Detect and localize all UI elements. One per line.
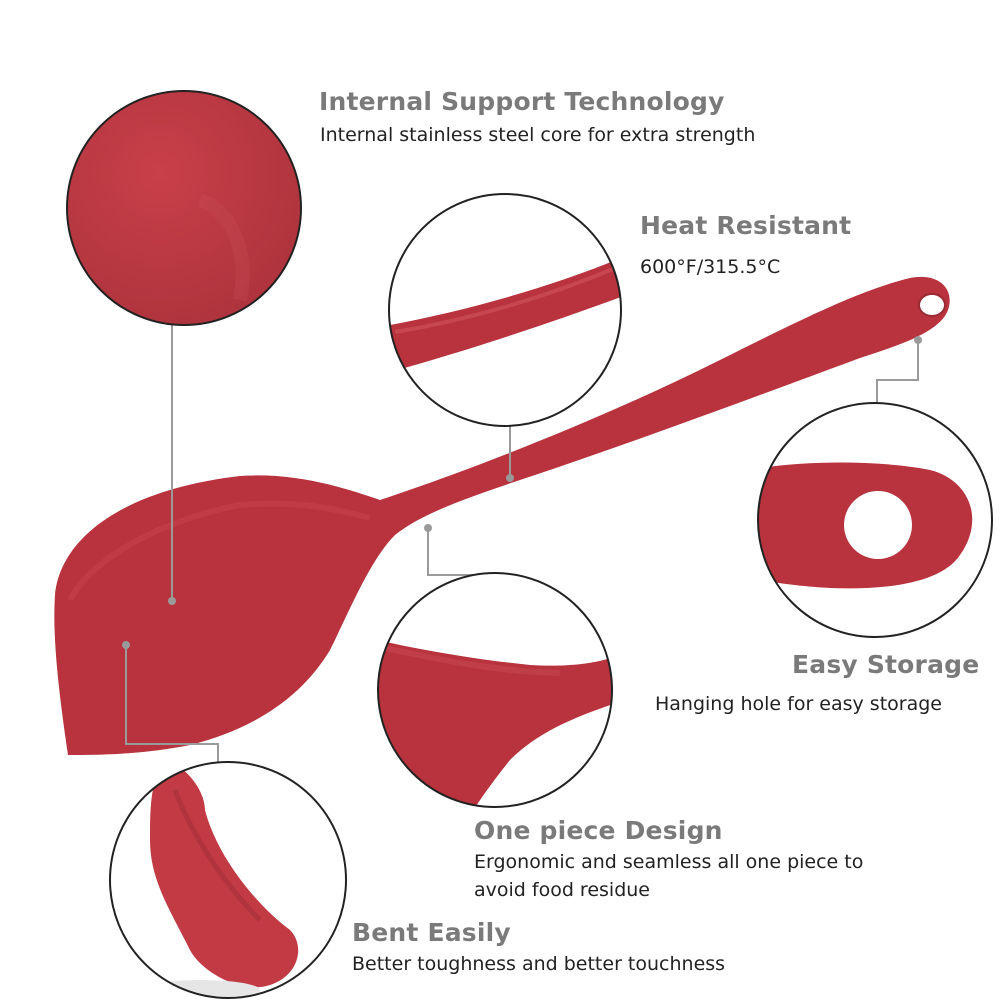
- detail-circle-easy-storage: [757, 402, 993, 638]
- detail-circle-internal-support: [66, 90, 302, 326]
- heat-resistant-desc: 600°F/315.5°C: [640, 256, 781, 278]
- spatula-main: [54, 276, 950, 755]
- detail-circle-heat-resistant: [388, 193, 622, 427]
- detail-circle-one-piece: [377, 572, 613, 808]
- one-piece-desc-line1: Ergonomic and seamless all one piece to: [474, 851, 864, 873]
- bent-easily-desc: Better toughness and better touchness: [352, 953, 726, 975]
- heat-resistant-title: Heat Resistant: [640, 211, 852, 240]
- internal-support-desc: Internal stainless steel core for extra …: [320, 124, 756, 146]
- easy-storage-desc: Hanging hole for easy storage: [655, 693, 942, 715]
- internal-support-title: Internal Support Technology: [319, 87, 725, 116]
- detail-circle-bent-easily: [109, 761, 347, 999]
- callout-dots: [122, 336, 922, 649]
- bent-easily-title: Bent Easily: [352, 918, 511, 947]
- easy-storage-title: Easy Storage: [792, 650, 980, 679]
- one-piece-desc-line2: avoid food residue: [474, 879, 650, 901]
- one-piece-title: One piece Design: [474, 816, 723, 845]
